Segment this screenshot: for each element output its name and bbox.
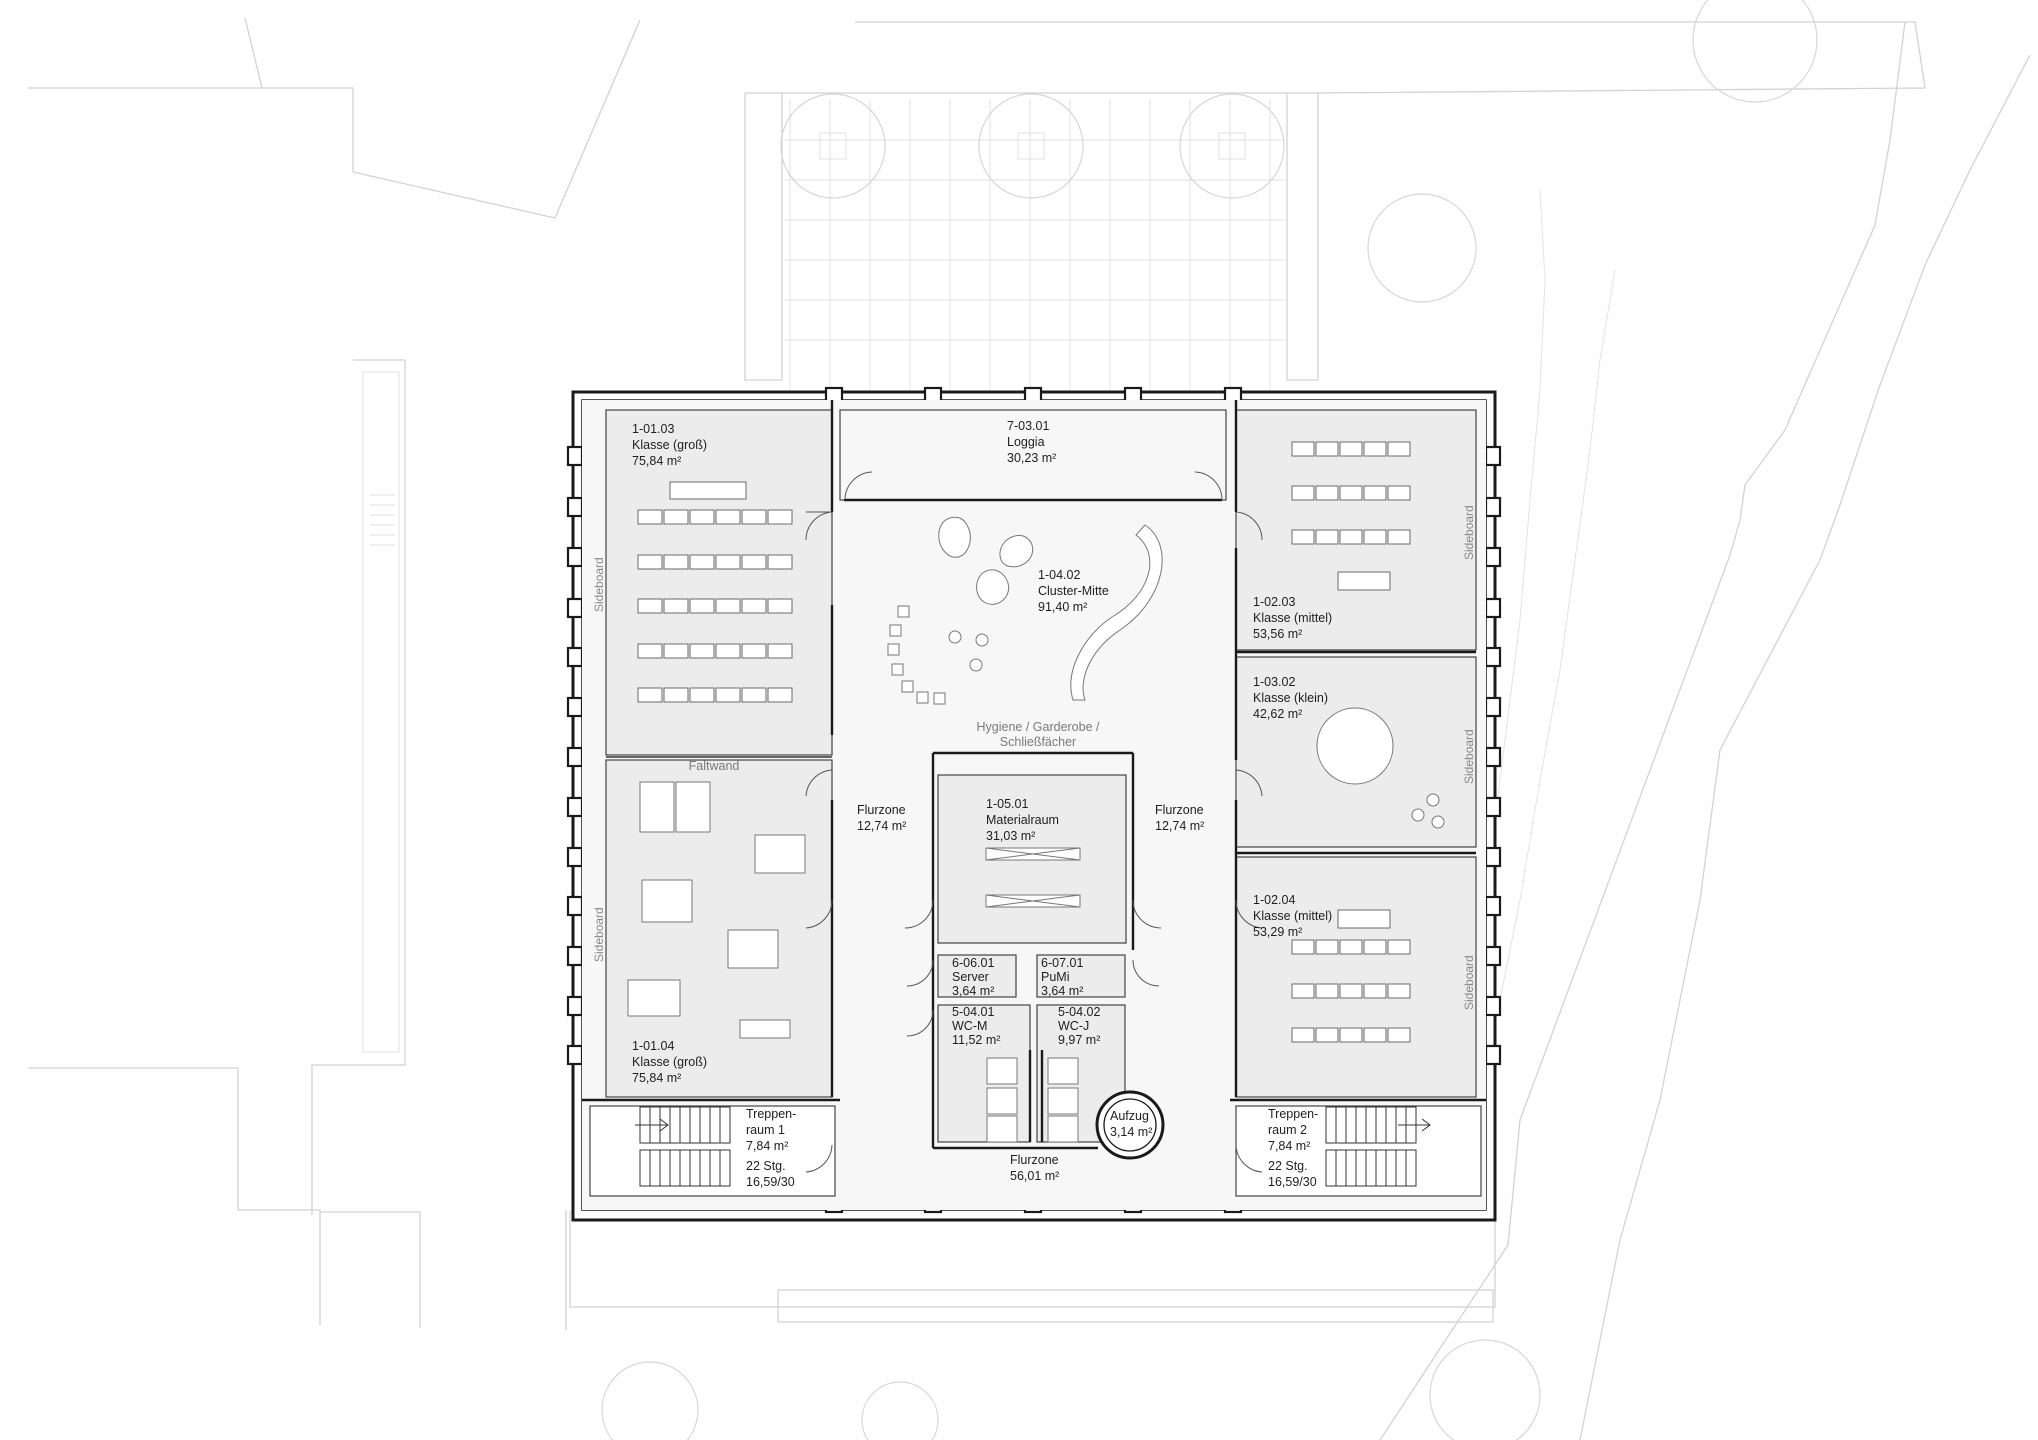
- desks-1-01-03: [637, 481, 793, 703]
- room-code-label: 6-07.01: [1041, 956, 1083, 970]
- room-name-label: Klasse (mittel): [1253, 909, 1332, 923]
- interior-walls: [582, 400, 1486, 1150]
- stairs-1: [635, 1106, 731, 1187]
- room-code-label: 1-01.03: [632, 422, 674, 436]
- stair-1-ratio: 16,59/30: [746, 1175, 795, 1189]
- aufzug-area: 3,14 m²: [1110, 1125, 1152, 1139]
- room-6-06-01: [937, 954, 1017, 998]
- room-code-label: 7-03.01: [1007, 419, 1049, 433]
- room-code-label: 1-04.02: [1038, 568, 1080, 582]
- hygiene-label-line2: Schließfächer: [1000, 735, 1076, 749]
- room-name-label: Cluster-Mitte: [1038, 584, 1109, 598]
- flurzone-right-name: Flurzone: [1155, 803, 1204, 817]
- flurzone-bottom-name: Flurzone: [1010, 1153, 1059, 1167]
- flurzone-left-area: 12,74 m²: [857, 819, 906, 833]
- room-area-label: 9,97 m²: [1058, 1033, 1100, 1047]
- stair-2-line1: Treppen-: [1268, 1107, 1318, 1121]
- hygiene-label-line1: Hygiene / Garderobe /: [977, 720, 1101, 734]
- room-name-label: Klasse (mittel): [1253, 611, 1332, 625]
- room-area-label: 11,52 m²: [952, 1033, 1000, 1047]
- room-code-label: 1-05.01: [986, 797, 1028, 811]
- flurzone-bottom-area: 56,01 m²: [1010, 1169, 1059, 1183]
- stairs-2: [1325, 1106, 1431, 1187]
- room-name-label: WC-M: [952, 1019, 987, 1033]
- wc-fixtures: [986, 1050, 1079, 1143]
- stair-1-steps: 22 Stg.: [746, 1159, 786, 1173]
- room-area-label: 91,40 m²: [1038, 600, 1087, 614]
- room-7-03-01: [839, 409, 1227, 501]
- labels: 1-01.03 Klasse (groß) 75,84 m² 7-03.01 L…: [592, 419, 1476, 1189]
- stair-1-line1: Treppen-: [746, 1107, 796, 1121]
- site-context: [28, 0, 2031, 1440]
- material-shelves: [985, 847, 1081, 908]
- room-area-label: 3,64 m²: [952, 984, 994, 998]
- room-name-label: Klasse (groß): [632, 438, 707, 452]
- doors: [805, 471, 1263, 1173]
- stair-2-line2: raum 2: [1268, 1123, 1307, 1137]
- room-area-label: 3,64 m²: [1041, 984, 1083, 998]
- room-6-07-01: [1036, 954, 1126, 998]
- aufzug-name: Aufzug: [1110, 1109, 1149, 1123]
- room-name-label: Server: [952, 970, 989, 984]
- faltwand-label: Faltwand: [689, 759, 740, 773]
- stair-2-ratio: 16,59/30: [1268, 1175, 1317, 1189]
- room-code-label: 1-02.03: [1253, 595, 1295, 609]
- flurzone-right-area: 12,74 m²: [1155, 819, 1204, 833]
- sideboard-label: Sideboard: [592, 557, 606, 612]
- facade-pillars: [566, 386, 1502, 1214]
- desks-1-02-03: [1291, 441, 1411, 591]
- room-code-label: 5-04.01: [952, 1005, 994, 1019]
- room-area-label: 31,03 m²: [986, 829, 1035, 843]
- room-area-label: 75,84 m²: [632, 454, 681, 468]
- room-code-label: 1-01.04: [632, 1039, 674, 1053]
- room-area-label: 53,56 m²: [1253, 627, 1302, 641]
- room-name-label: WC-J: [1058, 1019, 1089, 1033]
- elevator: [1095, 1090, 1165, 1160]
- room-name-label: Loggia: [1007, 435, 1045, 449]
- room-code-label: 1-03.02: [1253, 675, 1295, 689]
- stair-2-area: 7,84 m²: [1268, 1139, 1310, 1153]
- room-name-label: Klasse (groß): [632, 1055, 707, 1069]
- room-code-label: 6-06.01: [952, 956, 994, 970]
- flurzone-left-name: Flurzone: [857, 803, 906, 817]
- room-code-label: 1-02.04: [1253, 893, 1295, 907]
- room-name-label: Materialraum: [986, 813, 1059, 827]
- stair-2-steps: 22 Stg.: [1268, 1159, 1308, 1173]
- room-1-02-04: [1235, 856, 1477, 1098]
- room-name-label: Klasse (klein): [1253, 691, 1328, 705]
- room-area-label: 53,29 m²: [1253, 925, 1302, 939]
- room-name-label: PuMi: [1041, 970, 1069, 984]
- room-code-label: 5-04.02: [1058, 1005, 1100, 1019]
- stair-1-line2: raum 1: [746, 1123, 785, 1137]
- stair-1-area: 7,84 m²: [746, 1139, 788, 1153]
- room-area-label: 42,62 m²: [1253, 707, 1302, 721]
- round-table-1-03-02: [1316, 707, 1445, 829]
- stair-room-2: [1235, 1105, 1482, 1197]
- room-area-label: 75,84 m²: [632, 1071, 681, 1085]
- desks-1-02-04: [1291, 909, 1411, 1043]
- sideboard-label: Sideboard: [1462, 729, 1476, 784]
- tables-1-01-04: [627, 781, 806, 1039]
- sideboard-label: Sideboard: [592, 907, 606, 962]
- cluster-furniture: [887, 516, 1163, 705]
- sideboard-label: Sideboard: [1462, 505, 1476, 560]
- sideboard-label: Sideboard: [1462, 955, 1476, 1010]
- room-area-label: 30,23 m²: [1007, 451, 1056, 465]
- stair-room-1: [589, 1105, 836, 1197]
